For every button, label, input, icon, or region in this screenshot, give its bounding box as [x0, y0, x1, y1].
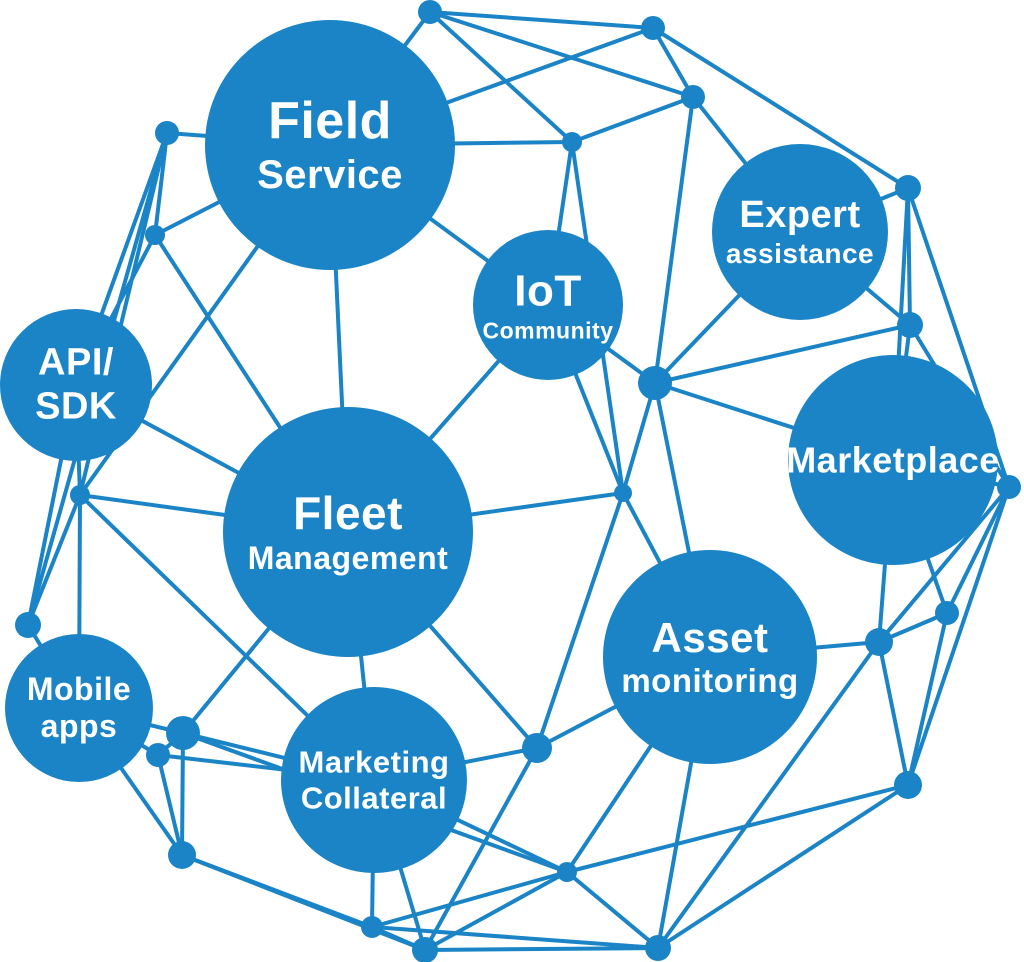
edge-line: [153, 132, 169, 236]
edge-line: [656, 640, 881, 950]
junction-dot: [361, 916, 383, 938]
node-circle-fleet: [223, 407, 473, 657]
edge-line: [656, 783, 910, 950]
junction-dot: [412, 937, 438, 962]
junction-dot: [70, 485, 90, 505]
junction-dot: [894, 771, 922, 799]
edge-line: [621, 382, 657, 494]
junction-dot: [865, 628, 893, 656]
junction-dot: [641, 16, 665, 40]
edge-line: [906, 612, 949, 786]
node-circle-field: [205, 20, 455, 270]
edge-line: [653, 96, 695, 384]
junction-dot: [418, 0, 442, 24]
edge-line: [654, 323, 911, 385]
edge-line: [26, 494, 82, 626]
edge-line: [424, 870, 568, 952]
edge-line: [571, 95, 694, 144]
junction-dot: [895, 175, 921, 201]
edge-line: [371, 925, 659, 950]
junction-dot: [681, 85, 705, 109]
junction-dot: [146, 743, 170, 767]
edge-line: [565, 870, 660, 950]
edge-line: [945, 486, 1011, 614]
edge-line: [371, 870, 568, 929]
edge-line: [429, 10, 694, 99]
edge-line: [180, 732, 185, 856]
edge-line: [877, 485, 1011, 644]
junction-dot: [645, 935, 671, 961]
junction-dot: [166, 716, 200, 750]
junction-dot: [522, 733, 552, 763]
edge-line: [156, 754, 184, 856]
node-circle-asset: [603, 550, 817, 764]
edge-line: [906, 187, 912, 326]
edge-line: [566, 783, 909, 874]
edge-line: [535, 492, 625, 749]
junction-dot: [155, 121, 179, 145]
edge-line: [906, 486, 1011, 786]
node-circle-api: [0, 309, 152, 461]
junction-dot: [562, 132, 582, 152]
edge-line: [877, 641, 910, 786]
junction-dot: [614, 484, 632, 502]
node-circle-marketplace: [788, 355, 998, 565]
junction-dot: [897, 312, 923, 338]
node-circle-mobile: [5, 634, 153, 782]
junction-dot: [638, 366, 672, 400]
junction-dot: [935, 601, 959, 625]
edge-line: [424, 946, 659, 952]
edge-line: [651, 26, 910, 190]
node-circle-iot: [473, 230, 623, 380]
junction-dot: [168, 841, 196, 869]
junction-dot: [557, 862, 577, 882]
edge-line: [429, 10, 654, 30]
edge-line: [423, 747, 539, 951]
edge-line: [651, 26, 695, 99]
node-circle-expert: [712, 144, 888, 320]
junction-dot: [145, 225, 165, 245]
junction-dot: [15, 612, 41, 638]
junction-dot: [997, 475, 1021, 499]
edge-line: [428, 10, 574, 144]
node-circle-marketing: [281, 687, 467, 873]
